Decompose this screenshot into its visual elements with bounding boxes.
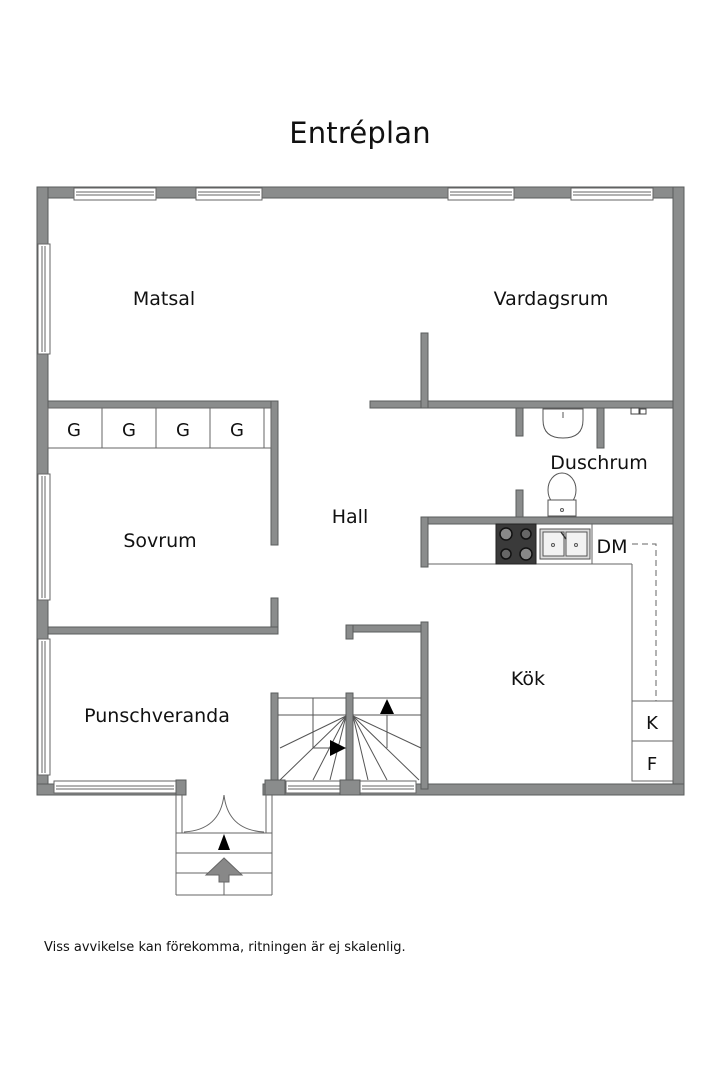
- wardrobes: [47, 407, 272, 449]
- toilet-icon: [547, 472, 577, 517]
- stove-icon: [495, 523, 537, 565]
- shower-icon: [630, 407, 647, 415]
- room-label-vardagsrum: Vardagsrum: [494, 288, 609, 310]
- kitchen-counter: [428, 524, 674, 782]
- room-label-duschrum: Duschrum: [550, 452, 647, 474]
- interior-walls: [47, 332, 674, 796]
- stair-arrow-up-icon: [380, 699, 394, 714]
- sink-icon: [539, 528, 591, 560]
- disclaimer-note: Viss avvikelse kan förekomma, ritningen …: [44, 940, 406, 955]
- staircase: [278, 697, 422, 781]
- entrance-arrow-icon: [218, 834, 230, 850]
- dishwasher-label: DM: [596, 536, 627, 558]
- windows-bottom: [53, 780, 417, 794]
- exterior-walls: [36, 186, 685, 796]
- fridge-label: K: [646, 713, 659, 734]
- wardrobe-label-1: G: [67, 420, 81, 441]
- room-label-sovrum: Sovrum: [123, 530, 196, 552]
- windows-top: [73, 187, 654, 201]
- entry-direction-arrow-icon: [204, 857, 244, 883]
- entrance-steps: [175, 794, 273, 896]
- washbasin-icon: [542, 408, 584, 439]
- room-label-hall: Hall: [332, 506, 369, 528]
- wardrobe-label-4: G: [230, 420, 244, 441]
- floor-plan-title: Entréplan: [289, 116, 431, 150]
- freezer-label: F: [647, 754, 657, 775]
- wardrobe-label-3: G: [176, 420, 190, 441]
- stair-arrow-right-icon: [330, 740, 346, 756]
- windows-left: [37, 243, 51, 776]
- room-label-punschveranda: Punschveranda: [84, 705, 230, 727]
- room-label-matsal: Matsal: [133, 288, 195, 310]
- wardrobe-label-2: G: [122, 420, 136, 441]
- room-label-kok: Kök: [511, 668, 545, 690]
